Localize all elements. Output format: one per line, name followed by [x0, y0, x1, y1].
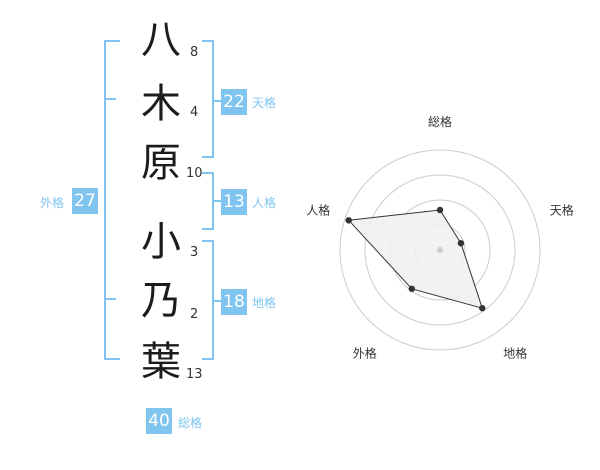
tenkaku-label: 天格: [252, 96, 277, 110]
radar-axis-label-1: 総格: [428, 114, 452, 129]
stroke-count-4: 3: [190, 245, 199, 260]
stroke-count-5: 2: [190, 307, 199, 322]
radar-axis-label-2: 天格: [550, 202, 574, 217]
gaikaku-value: 27: [72, 188, 98, 214]
surname-char-1: 八: [141, 17, 181, 63]
chikaku-value: 18: [221, 289, 247, 315]
chikaku-connector: [212, 300, 221, 302]
surname-char-3: 原: [141, 140, 181, 186]
given-char-3: 葉: [141, 339, 181, 385]
radar-ring-4: [339, 149, 541, 351]
radar-point-2: [457, 240, 465, 247]
chikaku-label: 地格: [252, 296, 277, 310]
stroke-count-6: 13: [186, 367, 203, 382]
soukaku-value: 40: [146, 408, 172, 434]
radar-axis-label-4: 外格: [353, 346, 377, 361]
radar-axis-label-3: 地格: [503, 346, 527, 361]
jinkaku-bracket-top: [202, 172, 214, 174]
stroke-count-2: 4: [190, 105, 199, 120]
jinkaku-label: 人格: [252, 196, 277, 210]
radar-point-3: [479, 305, 486, 312]
radar-center-dot: [437, 247, 443, 253]
stroke-count-3: 10: [186, 166, 203, 181]
given-char-1: 小: [141, 219, 181, 265]
chikaku-bracket-bottom: [202, 358, 214, 360]
radar-point-1: [436, 206, 444, 214]
jinkaku-value: 13: [221, 189, 247, 215]
chikaku-bracket-top: [202, 240, 214, 242]
soukaku-label: 総格: [178, 416, 203, 430]
tenkaku-connector: [212, 100, 221, 102]
gaikaku-tick-2: [104, 298, 116, 300]
given-char-2: 乃: [141, 278, 181, 324]
stroke-count-1: 8: [190, 45, 199, 60]
jinkaku-bracket-bottom: [202, 228, 214, 230]
tenkaku-bracket-vertical: [212, 40, 214, 158]
gaikaku-bracket-vertical: [104, 40, 106, 360]
surname-char-2: 木: [141, 81, 181, 127]
gaikaku-bracket-bottom: [104, 358, 120, 360]
radar-polygon: [347, 209, 484, 309]
radar-point-4: [408, 285, 415, 292]
gaikaku-bracket-top: [104, 40, 120, 42]
radar-axis-label-5: 人格: [306, 202, 330, 217]
tenkaku-bracket-top: [202, 40, 214, 42]
jinkaku-connector: [212, 200, 221, 202]
radar-ring-3: [364, 174, 516, 326]
tenkaku-bracket-bottom: [202, 156, 214, 158]
tenkaku-value: 22: [221, 89, 247, 115]
radar-point-5: [345, 217, 352, 224]
gaikaku-tick-1: [104, 98, 116, 100]
gaikaku-label: 外格: [40, 196, 65, 210]
